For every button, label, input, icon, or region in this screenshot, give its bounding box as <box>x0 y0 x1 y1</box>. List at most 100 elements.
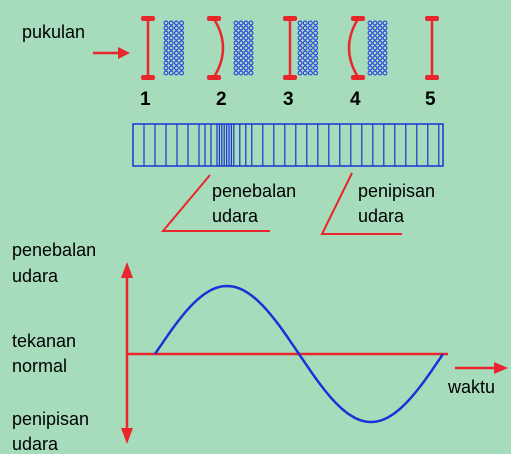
air-particle <box>313 25 319 31</box>
compression-pointer <box>160 174 270 232</box>
air-particle <box>313 30 319 36</box>
air-particle <box>168 55 174 61</box>
air-particle <box>243 30 249 36</box>
air-particle <box>313 45 319 51</box>
step-number-4: 4 <box>350 89 361 110</box>
air-particle <box>248 70 254 76</box>
air-particle <box>367 25 373 31</box>
air-particle <box>367 20 373 26</box>
air-particle <box>238 20 244 26</box>
air-particle <box>168 45 174 51</box>
air-particle <box>372 40 378 46</box>
air-particle <box>372 20 378 26</box>
air-particle <box>382 40 388 46</box>
air-particle <box>297 40 303 46</box>
air-particle <box>372 55 378 61</box>
y-axis-top-label-2: udara <box>12 266 59 286</box>
air-particle <box>297 50 303 56</box>
air-particles-3 <box>297 20 319 76</box>
air-particle <box>173 55 179 61</box>
air-particle <box>302 40 308 46</box>
air-particle <box>297 35 303 41</box>
pukulan-label: pukulan <box>22 22 85 42</box>
air-particle <box>307 45 313 51</box>
air-particle <box>307 20 313 26</box>
air-particle <box>307 30 313 36</box>
air-particle <box>173 25 179 31</box>
air-particle <box>233 50 239 56</box>
air-particle <box>372 50 378 56</box>
air-particle <box>377 50 383 56</box>
air-particle <box>307 25 313 31</box>
air-particle <box>313 60 319 66</box>
air-particle <box>377 40 383 46</box>
air-particle <box>297 30 303 36</box>
air-particle <box>297 65 303 71</box>
air-particle <box>382 55 388 61</box>
y-axis-top-label-1: penebalan <box>12 240 96 260</box>
air-particle <box>168 70 174 76</box>
air-particle <box>377 45 383 51</box>
air-particle <box>307 60 313 66</box>
time-arrow <box>455 362 508 374</box>
step-number-5: 5 <box>425 89 436 110</box>
air-particle <box>243 20 249 26</box>
y-axis-mid-label-2: normal <box>12 356 67 376</box>
air-particle <box>307 70 313 76</box>
air-particle <box>179 60 185 66</box>
air-particle <box>163 45 169 51</box>
air-particle <box>307 35 313 41</box>
air-particle <box>382 65 388 71</box>
step-number-2: 2 <box>216 89 227 110</box>
air-particle <box>233 40 239 46</box>
air-particle <box>367 55 373 61</box>
air-particle <box>248 45 254 51</box>
air-particle <box>372 60 378 66</box>
air-particle <box>179 40 185 46</box>
air-particle <box>382 45 388 51</box>
air-particle <box>173 30 179 36</box>
air-particle <box>302 20 308 26</box>
air-particle <box>367 35 373 41</box>
air-particle <box>297 20 303 26</box>
air-particle <box>248 40 254 46</box>
air-particle <box>372 25 378 31</box>
air-particle <box>367 65 373 71</box>
air-particle <box>243 35 249 41</box>
air-particle <box>367 40 373 46</box>
air-particle <box>233 65 239 71</box>
step-number-1: 1 <box>140 89 151 110</box>
air-particle <box>179 70 185 76</box>
air-particle <box>248 50 254 56</box>
air-particle <box>367 60 373 66</box>
air-particle <box>233 20 239 26</box>
air-particle <box>307 65 313 71</box>
air-particle <box>173 45 179 51</box>
air-particle <box>382 60 388 66</box>
air-particle <box>243 60 249 66</box>
air-particle <box>313 55 319 61</box>
compression-label-2: udara <box>212 206 259 226</box>
air-particle <box>238 60 244 66</box>
air-particle <box>382 30 388 36</box>
air-particle <box>233 25 239 31</box>
air-particle <box>302 70 308 76</box>
air-particle <box>372 65 378 71</box>
air-particle <box>233 70 239 76</box>
rarefaction-label-1: penipisan <box>358 181 435 201</box>
air-particle <box>173 40 179 46</box>
air-particle <box>377 20 383 26</box>
air-particle <box>377 70 383 76</box>
y-axis-bottom-label-1: penipisan <box>12 409 89 429</box>
rarefaction-label-2: udara <box>358 206 405 226</box>
pressure-wave-curve <box>153 284 445 424</box>
air-particle <box>248 25 254 31</box>
air-particle <box>243 40 249 46</box>
air-particle <box>367 50 373 56</box>
air-particle <box>367 70 373 76</box>
air-particle <box>302 55 308 61</box>
air-particle <box>248 35 254 41</box>
air-particle <box>372 35 378 41</box>
air-particle <box>382 50 388 56</box>
